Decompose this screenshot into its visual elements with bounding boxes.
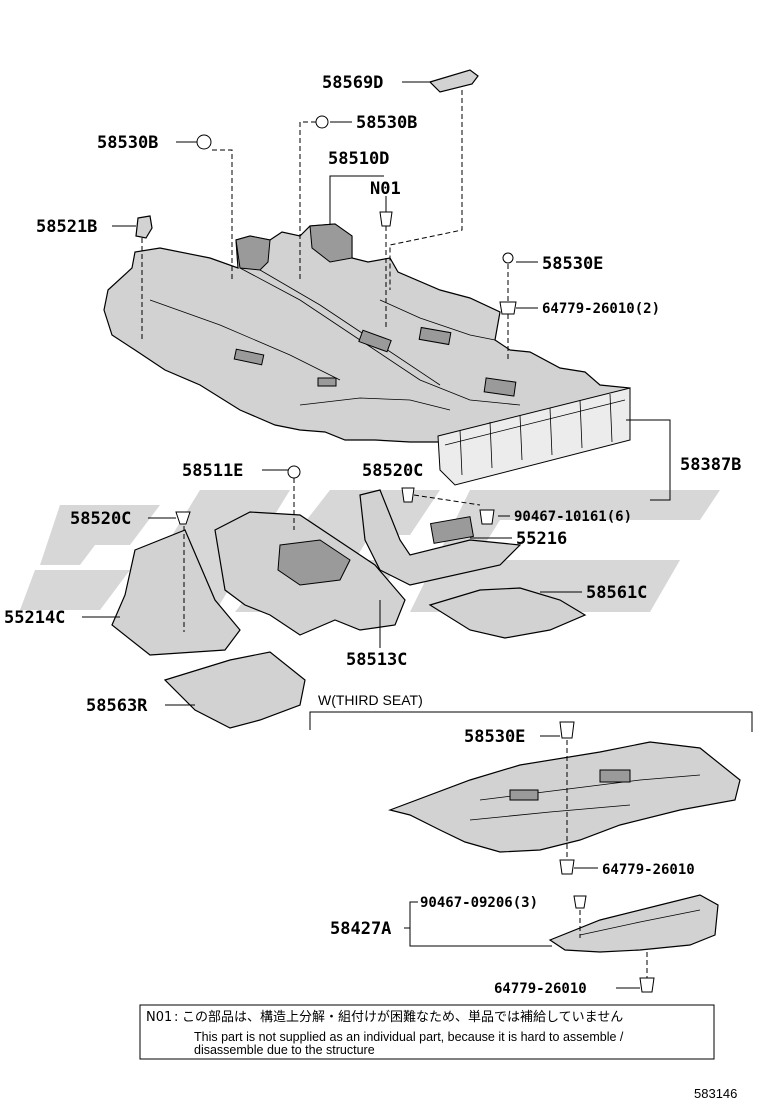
label-N01: N01 (370, 179, 401, 199)
label-58387B: 58387B (680, 455, 741, 475)
label-58563R: 58563R (86, 696, 148, 716)
drawing-number: 583146 (694, 1086, 737, 1101)
clip-N01 (379, 211, 393, 227)
clip-58520C-mid (401, 487, 415, 503)
footnote-japanese: この部品は、構造上分解・組付けが困難なため、単品では補給していません (182, 1009, 623, 1025)
clip-58520C-left (175, 511, 191, 525)
clip-90467-09206 (573, 895, 587, 909)
label-58561C: 58561C (586, 583, 647, 603)
label-58510D: 58510D (328, 149, 389, 169)
clip-58530B-top (315, 115, 329, 129)
label-58520C-mid: 58520C (362, 461, 423, 481)
floor-carpet-assembly (103, 223, 631, 486)
clip-90467-10161 (479, 509, 495, 525)
tray-58561C (428, 587, 587, 639)
label-90467-09206-3: 90467-09206(3) (420, 895, 538, 911)
label-58530B-left: 58530B (97, 133, 158, 153)
label-58520C-left: 58520C (70, 509, 131, 529)
label-58427A: 58427A (330, 919, 391, 939)
leader-lines (82, 81, 671, 989)
footnote-english-1: This part is not supplied as an individu… (194, 1030, 624, 1044)
label-64779-26010-bottom: 64779-26010 (494, 981, 587, 997)
clip-58511E (287, 465, 301, 479)
clip-64779-top (499, 301, 517, 315)
clip-58521B (135, 215, 153, 239)
clip-64779-third (559, 859, 575, 875)
label-58513C: 58513C (346, 650, 407, 670)
section-label-third-seat: W(THIRD SEAT) (318, 692, 423, 708)
clip-58530E-top (502, 252, 514, 264)
tray-58563R (163, 651, 306, 729)
label-90467-10161-6: 90467-10161(6) (514, 509, 632, 525)
third-seat-section-bracket (309, 711, 753, 732)
label-58569D: 58569D (322, 73, 383, 93)
label-58521B: 58521B (36, 217, 97, 237)
footnote-box: N01 : この部品は、構造上分解・組付けが困難なため、単品では補給していません… (139, 1004, 715, 1060)
top-bracket-58569D (428, 69, 479, 93)
label-58511E: 58511E (182, 461, 243, 481)
mat-55214C (111, 529, 241, 656)
label-58530E-third: 58530E (464, 727, 525, 747)
label-55216: 55216 (516, 529, 567, 549)
third-seat-carpet (387, 741, 741, 853)
footnote-english-2: disassemble due to the structure (194, 1043, 375, 1057)
label-58530E-top: 58530E (542, 254, 603, 274)
label-64779-26010-2: 64779-26010(2) (542, 301, 660, 317)
mat-55216 (359, 489, 522, 586)
clip-64779-bottom (639, 977, 655, 993)
assembly-dash-lines (141, 90, 648, 978)
footnote-separator: : (174, 1010, 178, 1025)
clip-58530B-left (196, 134, 212, 150)
label-55214C: 55214C (4, 608, 65, 628)
label-58530B-top: 58530B (356, 113, 417, 133)
part-labels: 58569D 58530B 58530B 58510D N01 58521B 5… (4, 73, 741, 997)
label-64779-26010-third: 64779-26010 (602, 862, 695, 878)
footnote-code: N01 (146, 1010, 172, 1025)
clip-58530E-third (559, 721, 575, 739)
